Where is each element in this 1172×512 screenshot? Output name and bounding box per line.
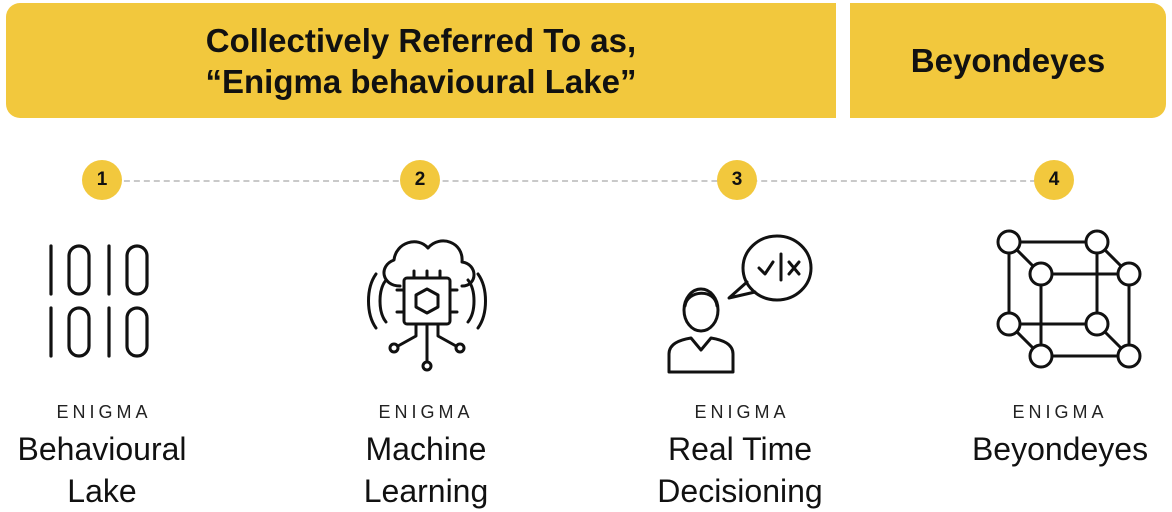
step-badge-4: 4 [1034,160,1074,200]
step-1-title-line-1: Behavioural [17,431,187,467]
step-number: 2 [414,169,426,190]
step-number: 4 [1048,169,1060,190]
step-badge-3: 3 [717,160,757,200]
banner-beyondeyes: Beyondeyes [850,3,1166,118]
step-number: 3 [731,169,743,190]
network-cube-icon [993,228,1143,378]
step-3-title-line-1: Real Time [667,431,813,467]
cloud-chip-icon [352,228,502,378]
step-2-title-line-1: Machine [365,431,487,467]
step-badge-2: 2 [400,160,440,200]
step-1-title: Behavioural Lake [0,428,222,512]
step-3-title-line-2: Decisioning [657,473,823,509]
person-decision-icon [667,228,817,378]
step-1-brand: ENIGMA [56,402,152,422]
step-3-title: Real Time Decisioning [620,428,860,512]
step-connector-line [104,180,1056,182]
banner-right-label: Beyondeyes [910,41,1106,79]
binary-code-icon [29,228,179,378]
banner-enigma-behavioural-lake: Collectively Referred To as, “Enigma beh… [6,3,836,118]
step-2-title-line-2: Learning [363,473,489,509]
step-3-brand: ENIGMA [694,402,790,422]
banner-left-line-2: “Enigma behavioural Lake” [205,62,637,100]
step-4-title: Beyondeyes [940,428,1172,470]
step-1-title-line-2: Lake [67,473,137,509]
banner-left-line-1: Collectively Referred To as, [205,21,637,59]
step-badge-1: 1 [82,160,122,200]
step-4-title-line-1: Beyondeyes [971,431,1149,467]
step-2-brand: ENIGMA [378,402,474,422]
step-4-brand: ENIGMA [1012,402,1108,422]
step-2-title: Machine Learning [306,428,546,512]
step-number: 1 [96,169,108,190]
